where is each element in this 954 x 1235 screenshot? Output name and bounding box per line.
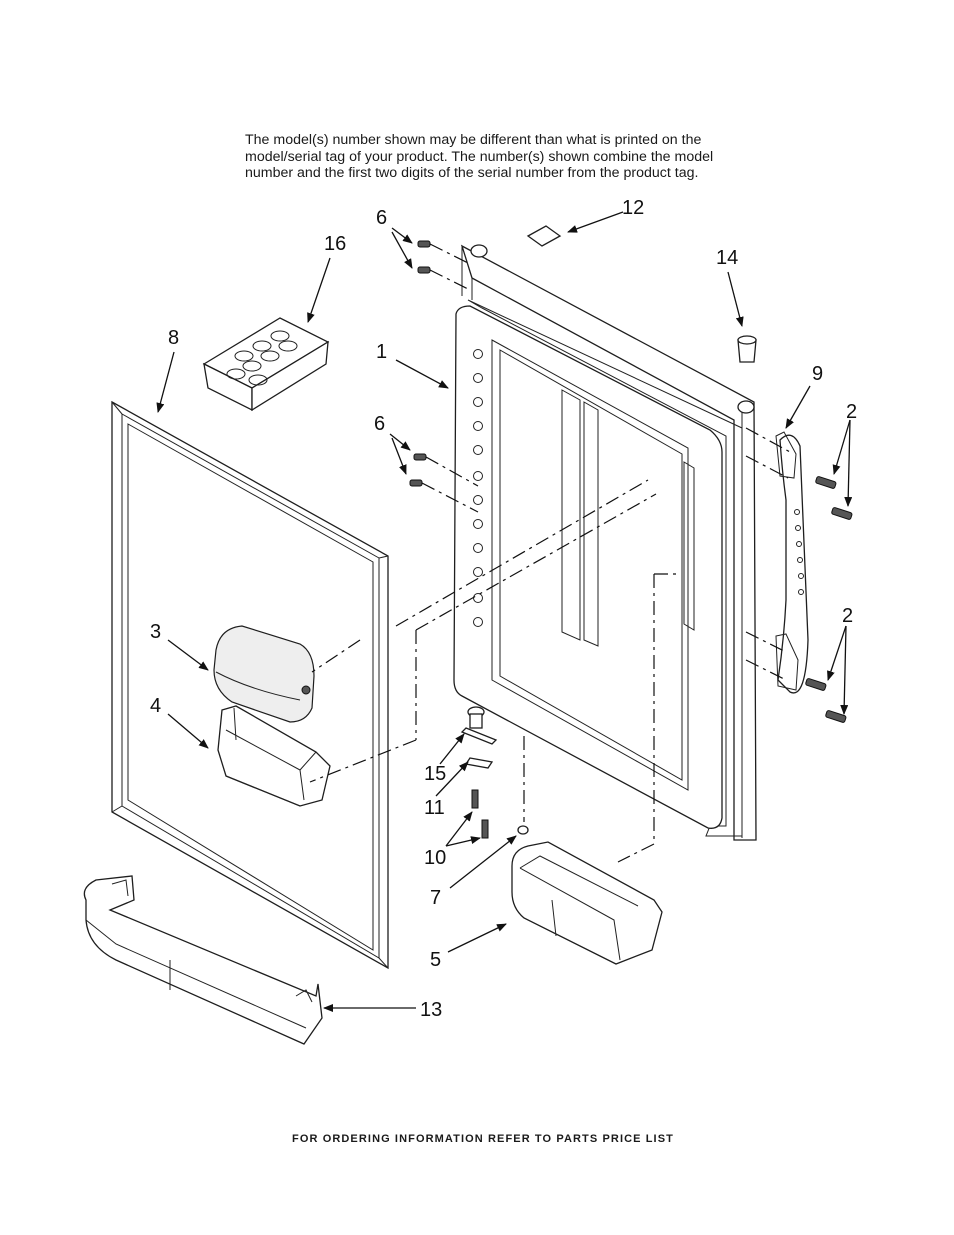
callout-7: 7 [430,887,441,909]
callout-15: 15 [424,763,446,785]
hinge-hardware [460,706,529,839]
screw-group-6-middle [409,453,427,487]
screw-group-2-upper [815,476,853,520]
door-liner [453,305,723,829]
egg-tray [202,317,330,412]
dairy-bin [217,705,331,807]
note-line-2: model/serial tag of your product. The nu… [245,148,714,165]
callout-16: 16 [324,233,346,255]
note-line-1: The model(s) number shown may be differe… [245,132,702,148]
shelf-clips [473,349,483,627]
callout-6-middle: 6 [374,413,385,435]
callout-6-top: 6 [376,207,387,229]
callout-5: 5 [430,949,441,971]
screw-group-2-lower [805,678,847,723]
lower-door-bin [511,841,663,965]
door-shelf-bin [83,875,323,1045]
screw-group-6-top [417,240,431,274]
assembly-lines [309,243,791,863]
callout-8: 8 [168,327,179,349]
dairy-cover [213,625,315,723]
top-hinge-cap [526,225,562,247]
callout-3: 3 [150,621,161,643]
model-number-note: The model(s) number shown may be differe… [245,132,765,182]
hinge-plug [737,335,757,363]
callout-2-upper: 2 [846,401,857,423]
callout-13: 13 [420,999,442,1021]
note-line-3: number and the first two digits of the s… [245,165,699,181]
ordering-information-footer: FOR ORDERING INFORMATION REFER TO PARTS … [292,1133,674,1145]
callout-1: 1 [376,341,387,363]
callout-4: 4 [150,695,161,717]
callout-14: 14 [716,247,738,269]
leader-arrows [156,211,853,1012]
callout-9: 9 [812,363,823,385]
door-handle [775,431,809,694]
callout-2-lower: 2 [842,605,853,627]
callout-11: 11 [424,797,445,819]
callout-12: 12 [622,197,644,219]
callout-10: 10 [424,847,446,869]
